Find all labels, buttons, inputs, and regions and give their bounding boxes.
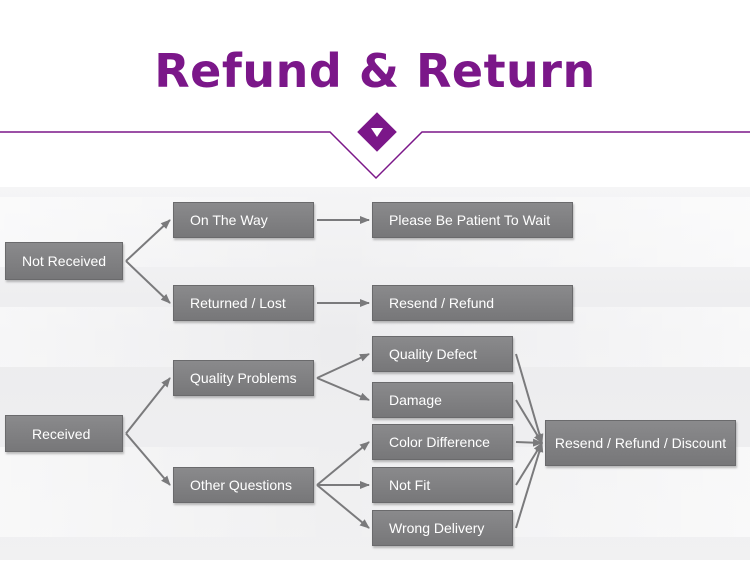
node-please-be-patient: Please Be Patient To Wait — [372, 202, 573, 238]
arrow-color-difference-to-resend-refund-discount — [515, 438, 543, 447]
page-title: Refund & Return — [154, 44, 596, 98]
node-color-difference: Color Difference — [372, 424, 513, 460]
node-on-the-way: On The Way — [173, 202, 314, 238]
node-not-received: Not Received — [5, 242, 123, 280]
node-quality-problems: Quality Problems — [173, 360, 314, 396]
arrow-not-fit-to-resend-refund-discount — [515, 442, 543, 486]
arrow-other-questions-to-wrong-delivery — [316, 484, 370, 529]
node-other-questions: Other Questions — [173, 467, 314, 503]
arrow-wrong-delivery-to-resend-refund-discount — [515, 442, 544, 529]
node-received: Received — [5, 415, 123, 452]
node-wrong-delivery: Wrong Delivery — [372, 510, 513, 546]
header-divider — [0, 112, 750, 180]
arrow-received-to-quality-problems — [125, 377, 171, 435]
node-not-fit: Not Fit — [372, 467, 513, 503]
arrow-not-received-to-returned-lost — [125, 260, 171, 304]
arrow-other-questions-to-color-difference — [316, 441, 370, 486]
arrow-quality-problems-to-damage — [316, 377, 370, 401]
arrow-damage-to-resend-refund-discount — [515, 399, 543, 444]
node-resend-refund-discount: Resend / Refund / Discount — [545, 420, 736, 466]
node-resend-refund: Resend / Refund — [372, 285, 573, 321]
node-quality-defect: Quality Defect — [372, 336, 513, 372]
node-damage: Damage — [372, 382, 513, 418]
arrow-received-to-other-questions — [125, 432, 171, 486]
arrow-quality-defect-to-resend-refund-discount — [515, 353, 544, 444]
node-returned-lost: Returned / Lost — [173, 285, 314, 321]
arrow-not-received-to-on-the-way — [125, 219, 171, 262]
arrow-quality-problems-to-quality-defect — [316, 353, 370, 379]
